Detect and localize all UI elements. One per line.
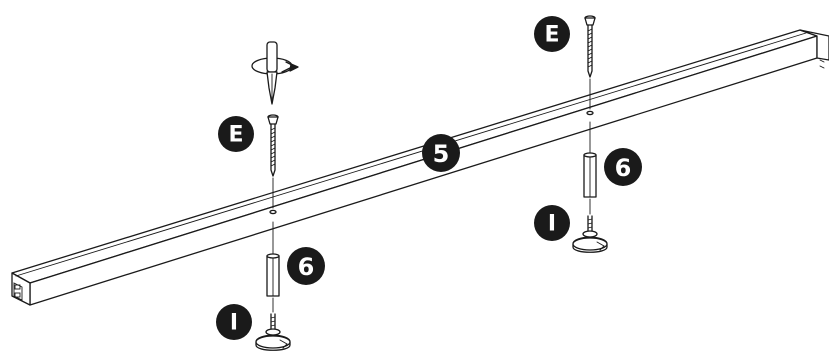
label-rail: 5	[433, 140, 450, 168]
foot-left	[255, 313, 291, 351]
label-badge-foot-left: I	[216, 304, 252, 340]
label-badge-rail: 5	[422, 134, 460, 172]
screwdriver-rotate-icon	[251, 41, 299, 105]
label-screw-right: E	[544, 23, 559, 48]
label-badge-spacer-right: 6	[604, 148, 642, 186]
label-badge-foot-right: I	[534, 205, 570, 241]
spacer-left	[266, 221, 280, 313]
label-badge-screw-left: E	[218, 116, 254, 152]
label-spacer-right: 6	[615, 154, 632, 182]
label-foot-left: I	[230, 311, 238, 336]
screw-left	[267, 114, 279, 209]
label-screw-left: E	[228, 123, 243, 148]
screw-right	[584, 15, 596, 110]
spacer-right	[583, 121, 597, 215]
label-badge-screw-right: E	[534, 16, 570, 52]
label-foot-right: I	[548, 212, 556, 237]
rail-part-5	[11, 29, 829, 306]
foot-right	[572, 215, 608, 253]
label-badge-spacer-left: 6	[287, 247, 325, 285]
label-spacer-left: 6	[298, 253, 315, 281]
